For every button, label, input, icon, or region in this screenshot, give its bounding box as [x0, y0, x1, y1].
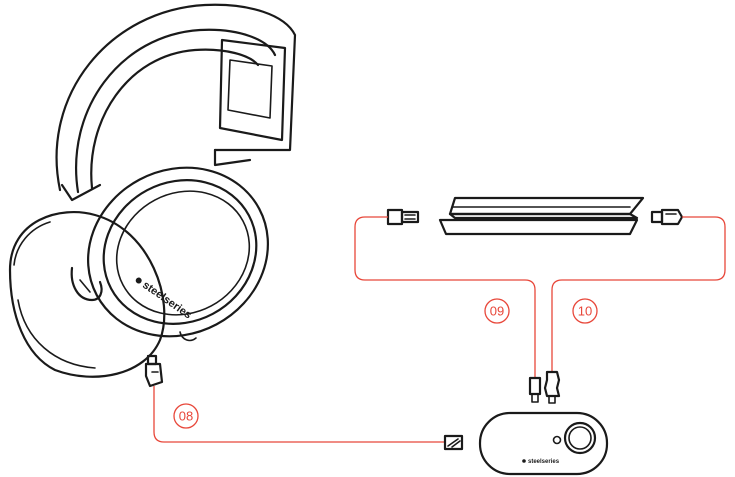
callout-09: 09 [485, 299, 509, 323]
base-station: steelseries [480, 413, 607, 474]
callout-09-label: 09 [490, 304, 504, 319]
usb-a-plug [388, 210, 418, 224]
brand-logo-icon [135, 276, 143, 284]
callout-10: 10 [573, 299, 597, 323]
callout-08-label: 08 [179, 409, 193, 424]
callout-08: 08 [174, 404, 198, 428]
cable-09-line [355, 217, 535, 378]
game-console [440, 198, 643, 234]
cable-10-line [552, 217, 725, 372]
headset-brand-text: steelseries [140, 279, 193, 321]
usb-connector-08 [445, 436, 462, 449]
optical-plug [652, 210, 682, 224]
base-brand-text: steelseries [528, 459, 560, 465]
callout-10-label: 10 [578, 304, 592, 319]
optical-connector-10 [545, 372, 559, 403]
usb-connector-09 [530, 378, 540, 402]
headset-illustration: steelseries [10, 5, 298, 386]
cable-group: 08 09 10 [154, 217, 725, 442]
base-brand-logo-icon [522, 459, 526, 463]
